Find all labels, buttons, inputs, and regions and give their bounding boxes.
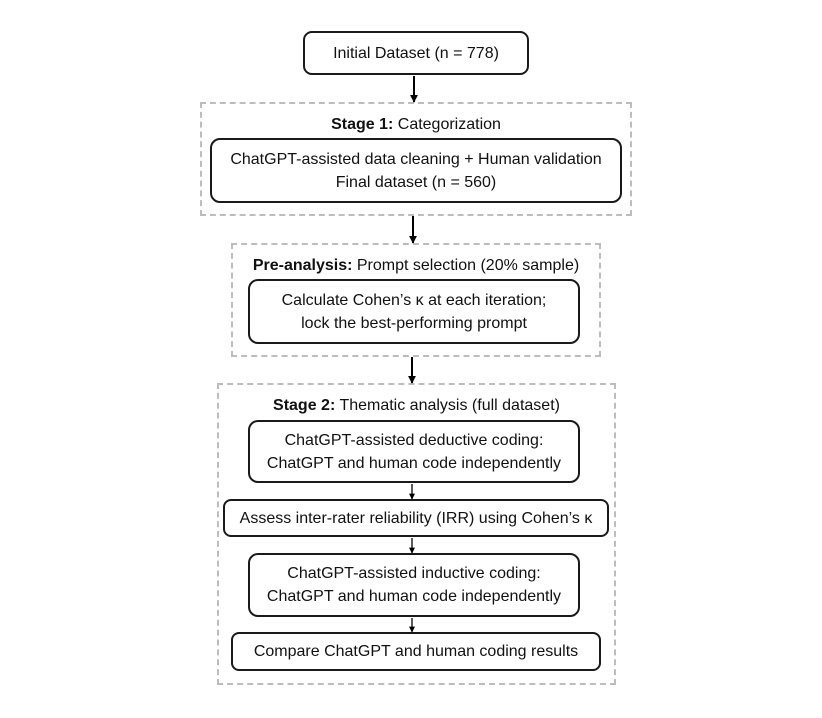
stage2-group: Stage 2: Thematic analysis (full dataset… bbox=[217, 383, 616, 685]
stage1-box-line1: ChatGPT-assisted data cleaning + Human v… bbox=[230, 150, 602, 168]
inductive-line1: ChatGPT-assisted inductive coding: bbox=[287, 565, 541, 582]
initial-dataset-box: Initial Dataset (n = 778) bbox=[303, 31, 529, 75]
stage2-title: Stage 2: Thematic analysis (full dataset… bbox=[219, 396, 614, 416]
deductive-line1: ChatGPT-assisted deductive coding: bbox=[284, 431, 544, 449]
stage2-title-rest: Thematic analysis (full dataset) bbox=[335, 397, 560, 414]
inductive-coding-box: ChatGPT-assisted inductive coding: ChatG… bbox=[248, 553, 580, 617]
preanalysis-box-line2: lock the best-performing prompt bbox=[301, 314, 527, 332]
irr-box: Assess inter-rater reliability (IRR) usi… bbox=[223, 499, 609, 537]
stage1-group: Stage 1: Categorization bbox=[200, 102, 632, 216]
deductive-line2: ChatGPT and human code independently bbox=[266, 454, 562, 472]
inductive-line2: ChatGPT and human code independently bbox=[266, 588, 562, 605]
stage1-title: Stage 1: Categorization bbox=[202, 115, 630, 135]
preanalysis-group: Pre-analysis: Prompt selection (20% samp… bbox=[231, 243, 601, 357]
stage1-cleaning-box: ChatGPT-assisted data cleaning + Human v… bbox=[210, 138, 622, 203]
preanalysis-box-line1: Calculate Cohen’s κ at each iteration; bbox=[281, 291, 547, 309]
stage1-title-bold: Stage 1: bbox=[331, 116, 394, 133]
stage2-title-bold: Stage 2: bbox=[273, 397, 336, 414]
stage1-box-line2: Final dataset (n = 560) bbox=[335, 173, 497, 191]
prompt-selection-box: Calculate Cohen’s κ at each iteration; l… bbox=[248, 279, 580, 344]
deductive-coding-box: ChatGPT-assisted deductive coding: ChatG… bbox=[248, 420, 580, 483]
irr-label: Assess inter-rater reliability (IRR) usi… bbox=[239, 509, 593, 527]
compare-label: Compare ChatGPT and human coding results bbox=[253, 643, 579, 660]
initial-dataset-label: Initial Dataset (n = 778) bbox=[333, 44, 499, 62]
preanalysis-title: Pre-analysis: Prompt selection (20% samp… bbox=[233, 256, 599, 276]
compare-results-box: Compare ChatGPT and human coding results bbox=[231, 632, 601, 671]
stage1-title-rest: Categorization bbox=[393, 116, 501, 133]
preanalysis-title-rest: Prompt selection (20% sample) bbox=[352, 257, 580, 274]
preanalysis-title-bold: Pre-analysis: bbox=[252, 257, 353, 274]
